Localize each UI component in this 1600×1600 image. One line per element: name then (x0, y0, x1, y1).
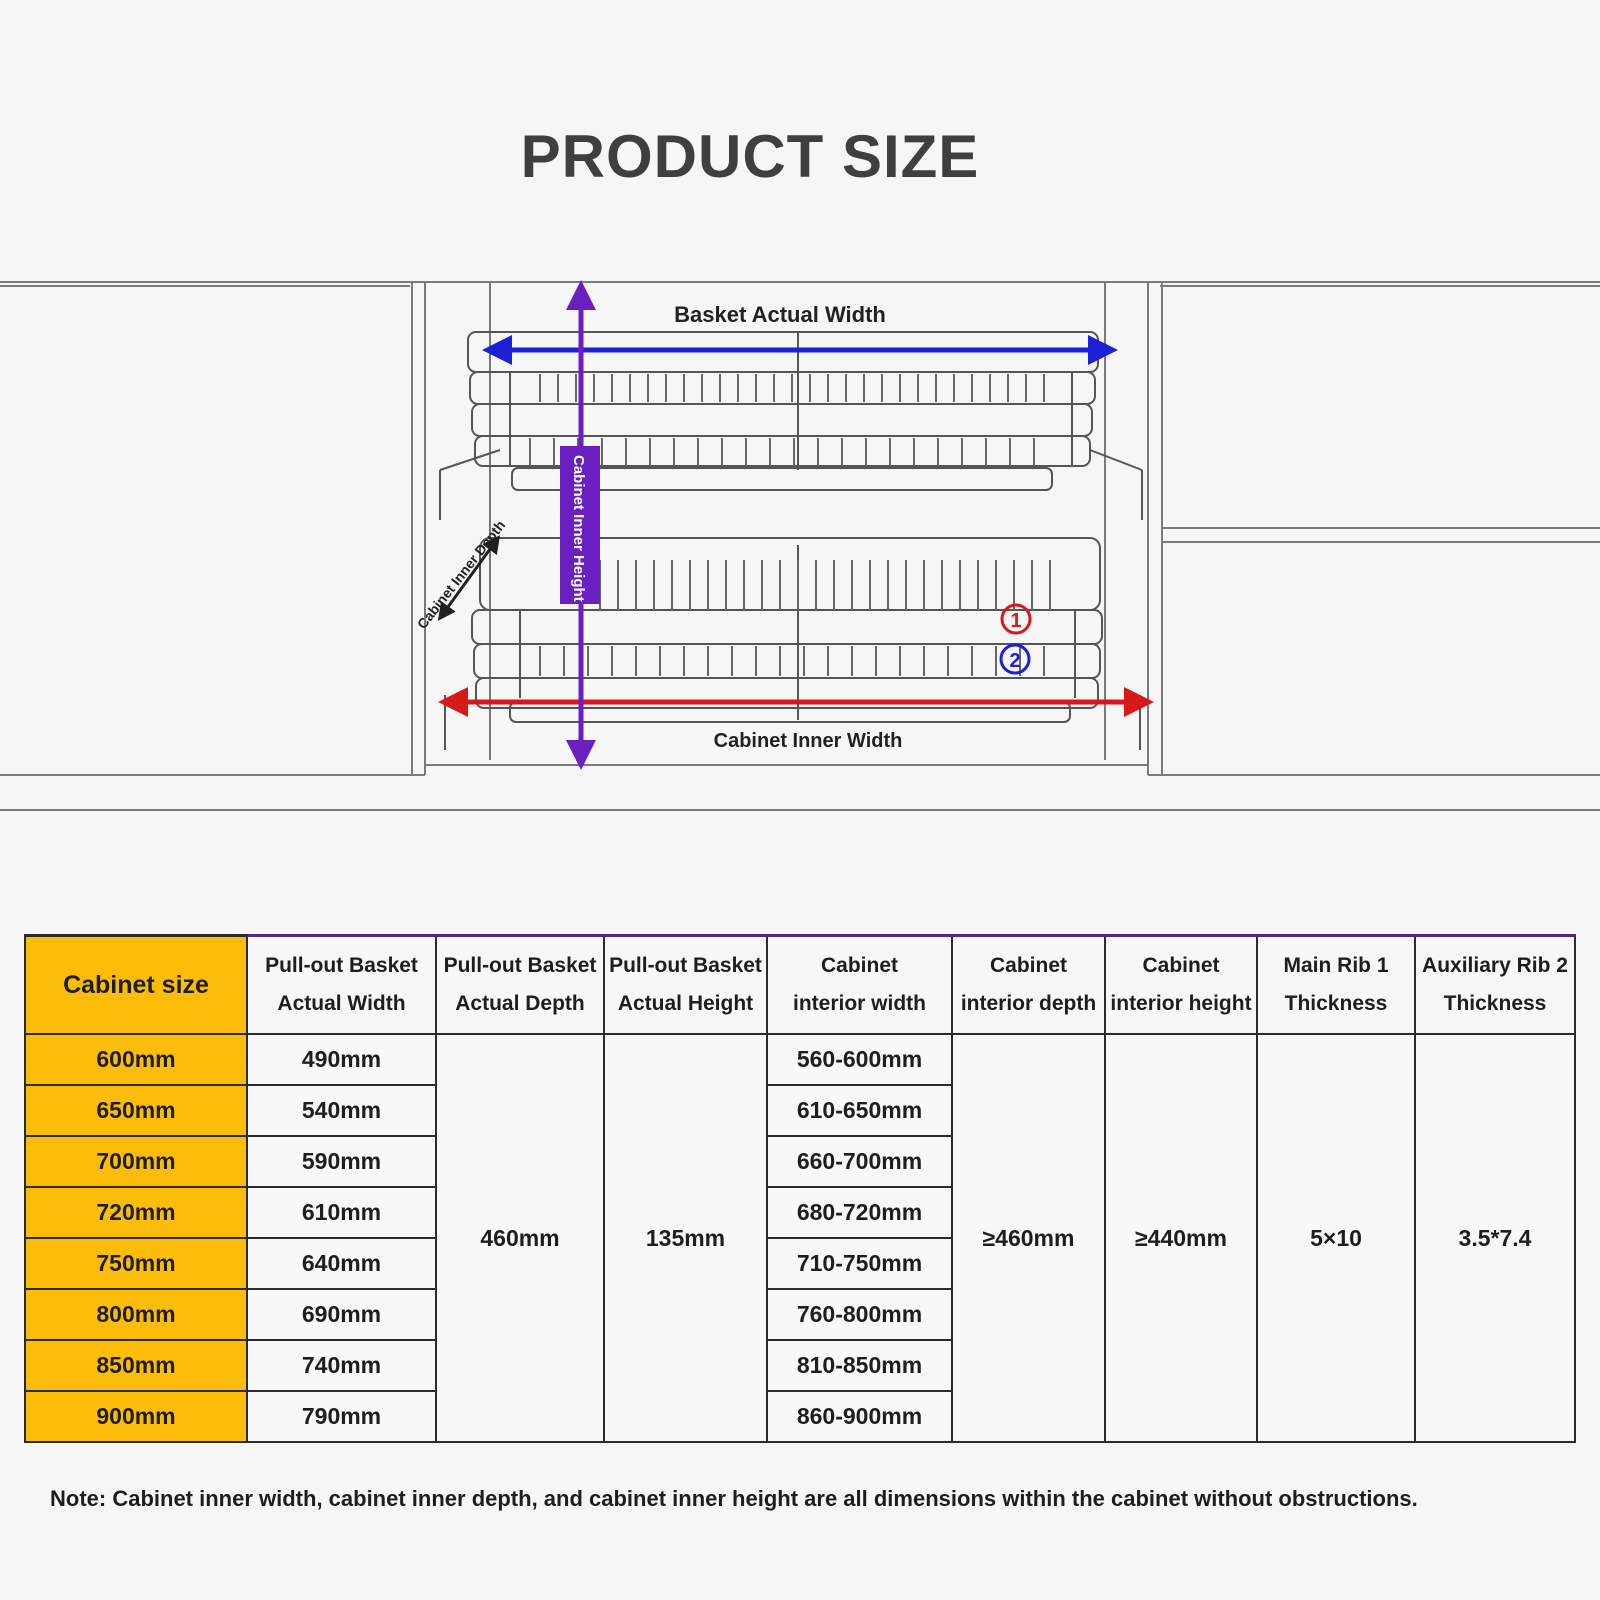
main-rib-cell: 5×10 (1256, 1033, 1416, 1443)
cabinet-size-cell: 800mm (24, 1288, 248, 1341)
header-cabinet-size: Cabinet size (24, 934, 248, 1035)
cabinet-inner-depth-label: Cabinet Inner Depth (414, 517, 509, 632)
table-row: 700mm 590mm 660-700mm (24, 1135, 1575, 1188)
table-row: 900mm 790mm 860-900mm (24, 1390, 1575, 1443)
cabinet-size-cell: 720mm (24, 1186, 248, 1239)
basket-width-cell: 640mm (246, 1237, 437, 1290)
interior-width-cell: 710-750mm (766, 1237, 953, 1290)
basket-height-cell: 135mm (603, 1033, 768, 1443)
cabinet-size-cell: 850mm (24, 1339, 248, 1392)
interior-width-cell: 560-600mm (766, 1033, 953, 1086)
marker-1-circle (1000, 603, 1032, 635)
cabinet-size-cell: 750mm (24, 1237, 248, 1290)
basket-width-cell: 690mm (246, 1288, 437, 1341)
interior-depth-cell: ≥460mm (951, 1033, 1106, 1443)
cabinet-outline (0, 281, 1600, 811)
cabinet-size-cell: 900mm (24, 1390, 248, 1443)
interior-width-cell: 860-900mm (766, 1390, 953, 1443)
cabinet-size-cell: 700mm (24, 1135, 248, 1188)
basket-width-cell: 740mm (246, 1339, 437, 1392)
lower-basket (444, 537, 1141, 750)
page-title: PRODUCT SIZE (520, 123, 980, 190)
interior-height-cell: ≥440mm (1104, 1033, 1258, 1443)
basket-width-cell: 490mm (246, 1033, 437, 1086)
cabinet-inner-height-label: Cabinet Inner Height (570, 455, 587, 602)
footnote: Note: Cabinet inner width, cabinet inner… (50, 1486, 1418, 1511)
basket-width-cell: 790mm (246, 1390, 437, 1443)
cabinet-inner-width-label: Cabinet Inner Width (714, 730, 903, 752)
upper-basket-ribs (529, 374, 1045, 466)
upper-basket (439, 331, 1143, 520)
table-row: 750mm 640mm 710-750mm (24, 1237, 1575, 1290)
marker-2-circle (999, 643, 1031, 675)
lower-basket-ribs (539, 560, 1051, 676)
basket-width-cell: 540mm (246, 1084, 437, 1137)
basket-width-cell: 610mm (246, 1186, 437, 1239)
interior-width-cell: 810-850mm (766, 1339, 953, 1392)
interior-width-cell: 660-700mm (766, 1135, 953, 1188)
basket-depth-cell: 460mm (435, 1033, 605, 1443)
interior-width-cell: 610-650mm (766, 1084, 953, 1137)
cabinet-inner-depth-arrow (437, 535, 501, 621)
inner-height-label-box (560, 446, 600, 604)
table-row: 650mm 540mm 610-650mm (24, 1084, 1575, 1137)
cabinet-size-cell: 650mm (24, 1084, 248, 1137)
aux-rib-cell: 3.5*7.4 (1414, 1033, 1576, 1443)
marker-2-label: 2 (1009, 650, 1020, 672)
cabinet-size-cell: 600mm (24, 1033, 248, 1086)
basket-width-cell: 590mm (246, 1135, 437, 1188)
table-row: 600mm 490mm 460mm 135mm 560-600mm ≥460mm… (24, 1033, 1576, 1443)
table-row: 800mm 690mm 760-800mm (24, 1288, 1575, 1341)
interior-width-cell: 760-800mm (766, 1288, 953, 1341)
table-row: 850mm 740mm 810-850mm (24, 1339, 1575, 1392)
basket-actual-width-label: Basket Actual Width (674, 302, 886, 327)
interior-width-cell: 680-720mm (766, 1186, 953, 1239)
marker-1-label: 1 (1010, 610, 1021, 632)
basket-diagram: Basket Actual Width Cabinet Inner Width … (0, 280, 1600, 811)
table-row: 720mm 610mm 680-720mm (24, 1186, 1575, 1239)
